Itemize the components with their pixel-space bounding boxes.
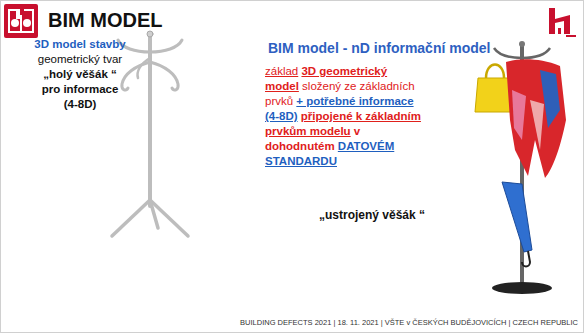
left-text: (4-8D)	[64, 98, 97, 110]
right-heading: BIM model - nD informační model	[268, 40, 490, 56]
description-block: základ 3D geometrický model složený ze z…	[265, 64, 423, 169]
left-heading: 3D model stavby	[34, 38, 125, 50]
left-text: geometrický tvar	[38, 53, 122, 65]
faculty-logo	[546, 6, 578, 38]
slide-title: BIM MODEL	[48, 9, 162, 32]
left-text: pro informace	[42, 83, 119, 95]
left-text: „holý věšák “	[43, 68, 117, 80]
school-logo	[4, 4, 38, 38]
description-segment: základ	[265, 65, 298, 77]
bare-coat-rack	[112, 31, 188, 236]
footer-text: BUILDING DEFECTS 2021 | 18. 11. 2021 | V…	[240, 318, 578, 327]
caption-text: „ustrojený věšák “	[319, 208, 425, 222]
dressed-coat-rack	[475, 41, 566, 294]
